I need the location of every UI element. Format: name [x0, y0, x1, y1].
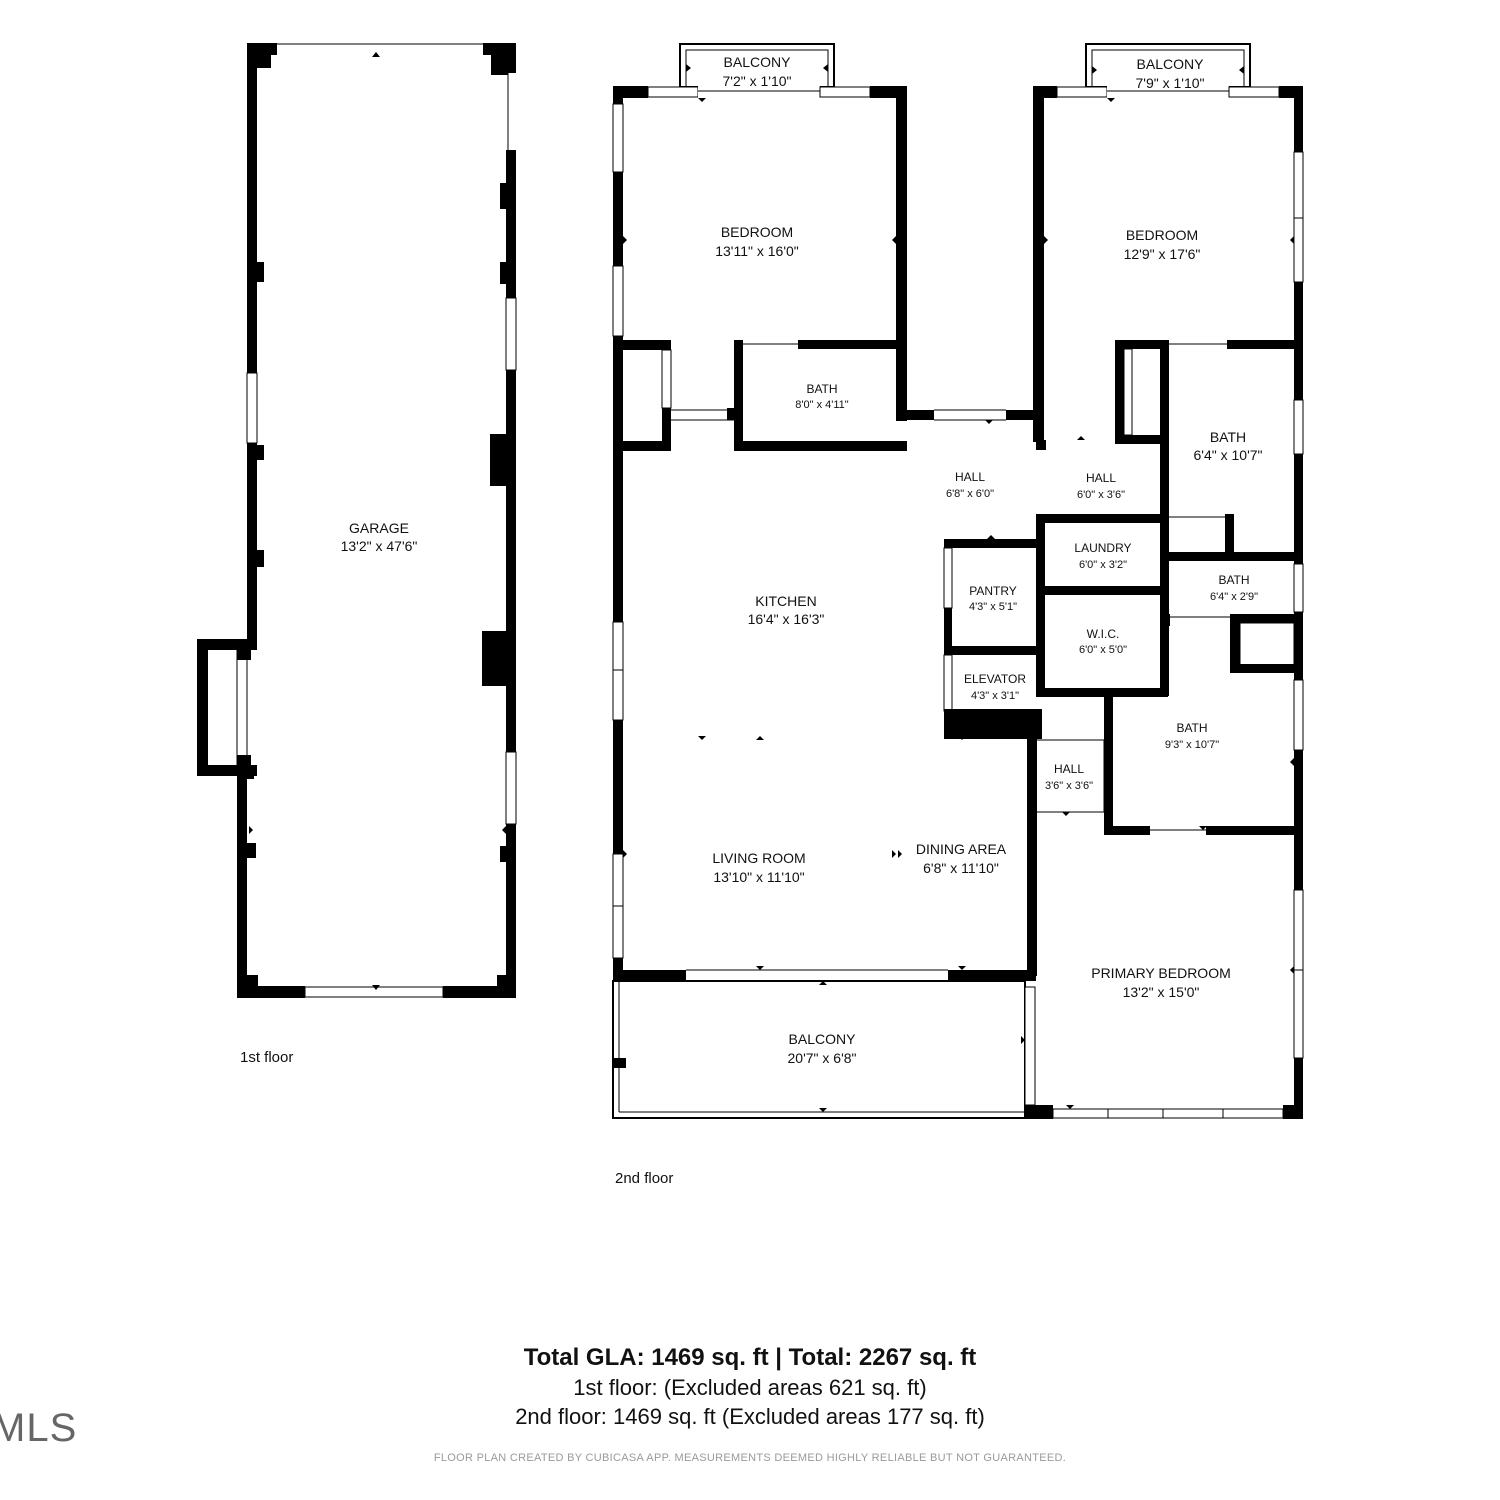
balcony-left-dims: 7'2" x 1'10" — [723, 73, 792, 89]
second-floor-plan: BALCONY 7'2" x 1'10" BALCONY 7'9" x 1'10… — [612, 43, 1304, 1187]
elevator-dims: 4'3" x 3'1" — [971, 690, 1019, 702]
pantry-dims: 4'3" x 5'1" — [969, 601, 1017, 613]
bedroom-left-name: BEDROOM — [721, 224, 793, 240]
wic-name: W.I.C. — [1087, 627, 1120, 641]
bath-small-dims: 8'0" x 4'11" — [795, 399, 848, 411]
living-room-dims: 13'10" x 11'10" — [713, 869, 804, 885]
dining-area-name: DINING AREA — [916, 841, 1007, 857]
balcony-left-name: BALCONY — [724, 54, 792, 70]
mls-watermark: MLS — [0, 1406, 78, 1450]
total-area: Total GLA: 1469 sq. ft | Total: 2267 sq.… — [523, 1344, 977, 1371]
bath-lower-dims: 9'3" x 10'7" — [1165, 739, 1219, 751]
primary-bedroom-dims: 13'2" x 15'0" — [1123, 984, 1200, 1000]
bath-small-name: BATH — [806, 382, 837, 396]
kitchen-name: KITCHEN — [755, 593, 816, 609]
balcony-bottom-dims: 20'7" x 6'8" — [788, 1050, 857, 1066]
laundry-dims: 6'0" x 3'2" — [1079, 559, 1127, 571]
balcony-right-dims: 7'9" x 1'10" — [1136, 75, 1205, 91]
garage-dims: 13'2" x 47'6" — [341, 538, 418, 554]
first-floor-plan: GARAGE 13'2" x 47'6" 1st floor — [197, 43, 517, 1066]
bath-mid-name: BATH — [1218, 573, 1249, 587]
hall-a-dims: 6'8" x 6'0" — [946, 488, 994, 500]
hall-c-name: HALL — [1054, 762, 1084, 776]
garage-name: GARAGE — [349, 520, 409, 536]
hall-b-dims: 6'0" x 3'6" — [1077, 489, 1125, 501]
second-floor-area: 2nd floor: 1469 sq. ft (Excluded areas 1… — [515, 1404, 985, 1429]
first-floor-label: 1st floor — [240, 1049, 293, 1066]
bath-mid-dims: 6'4" x 2'9" — [1210, 591, 1258, 603]
balcony-bottom-name: BALCONY — [789, 1031, 857, 1047]
hall-c-dims: 3'6" x 3'6" — [1045, 780, 1093, 792]
second-floor-label: 2nd floor — [615, 1170, 673, 1187]
balcony-right-name: BALCONY — [1137, 56, 1205, 72]
dining-area-dims: 6'8" x 11'10" — [923, 860, 999, 876]
first-floor-area: 1st floor: (Excluded areas 621 sq. ft) — [573, 1375, 927, 1400]
bedroom-left-dims: 13'11" x 16'0" — [715, 243, 799, 259]
bedroom-right-name: BEDROOM — [1126, 227, 1198, 243]
bath-lower-name: BATH — [1176, 721, 1207, 735]
laundry-name: LAUNDRY — [1074, 541, 1131, 555]
wic-dims: 6'0" x 5'0" — [1079, 644, 1127, 656]
area-summary: Total GLA: 1469 sq. ft | Total: 2267 sq.… — [0, 1343, 1500, 1431]
bedroom-right-dims: 12'9" x 17'6" — [1124, 246, 1201, 262]
bath-right-upper-name: BATH — [1210, 429, 1246, 445]
disclaimer: FLOOR PLAN CREATED BY CUBICASA APP. MEAS… — [433, 1452, 1067, 1464]
hall-a-name: HALL — [955, 470, 985, 484]
primary-bedroom-name: PRIMARY BEDROOM — [1091, 965, 1231, 981]
pantry-name: PANTRY — [969, 584, 1017, 598]
kitchen-dims: 16'4" x 16'3" — [748, 611, 825, 627]
living-room-name: LIVING ROOM — [712, 850, 805, 866]
elevator-name: ELEVATOR — [964, 672, 1026, 686]
bath-right-upper-dims: 6'4" x 10'7" — [1194, 447, 1263, 463]
hall-b-name: HALL — [1086, 471, 1116, 485]
